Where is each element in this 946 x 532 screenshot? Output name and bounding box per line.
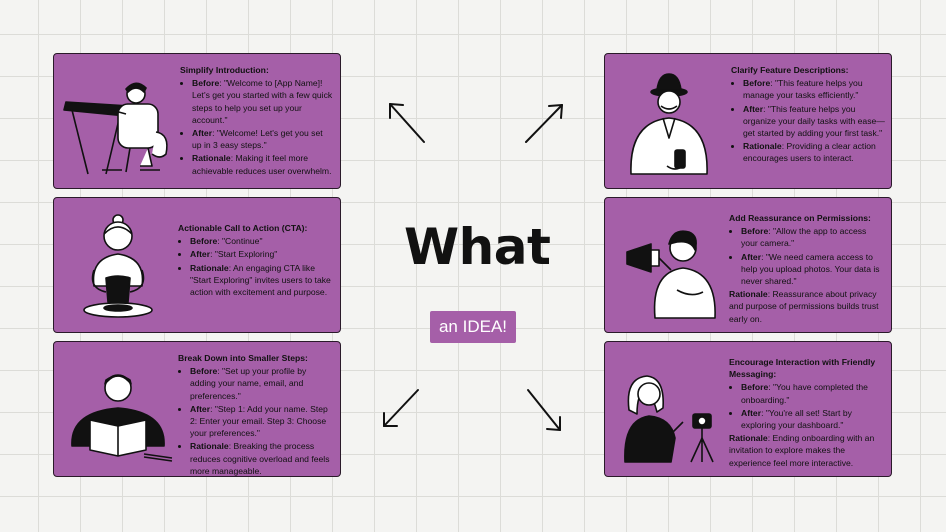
card-encourage-interaction: Encourage Interaction with Friendly Mess… <box>604 341 892 477</box>
list-item: Before: "Allow the app to access your ca… <box>741 225 885 249</box>
person-with-megaphone-icon <box>626 230 716 319</box>
woman-with-camera-icon <box>624 375 714 463</box>
card-simplify-introduction: Simplify Introduction: Before: "Welcome … <box>53 53 341 189</box>
person-reading-book-icon <box>71 374 173 462</box>
arrow-up-right-icon <box>525 104 563 143</box>
list-item: Rationale: Making it feel more achievabl… <box>192 152 334 176</box>
list-item: After: "This feature helps you organize … <box>743 103 885 140</box>
card-title: Actionable Call to Action (CTA) <box>178 223 305 233</box>
idea-tag: an IDEA! <box>430 311 516 343</box>
card-actionable-cta: Actionable Call to Action (CTA): Before:… <box>53 197 341 333</box>
list-item: After: "You're all set! Start by explori… <box>741 407 885 431</box>
card-title: Clarify Feature Descriptions <box>731 65 846 75</box>
card-title: Encourage Interaction with Friendly Mess… <box>729 357 876 380</box>
list-item: Before: "Set up your profile by adding y… <box>190 365 334 402</box>
headline: What <box>404 218 551 276</box>
rationale-text: Rationale: Reassurance about privacy and… <box>729 289 879 324</box>
card-break-down-steps: Break Down into Smaller Steps: Before: "… <box>53 341 341 477</box>
person-with-hat-and-phone-icon <box>630 73 708 175</box>
list-item: Before: "You have completed the onboardi… <box>741 381 885 405</box>
list-item: Before: "Welcome to [App Name]! Let's ge… <box>192 77 334 126</box>
arrow-down-left-icon <box>383 389 419 427</box>
list-item: Before: "This feature helps you manage y… <box>743 77 885 101</box>
arrow-down-right-icon <box>527 389 561 431</box>
list-item: After: "Start Exploring" <box>190 248 334 260</box>
rationale-text: Rationale: Ending onboarding with an inv… <box>729 433 875 468</box>
card-title: Add Reassurance on Permissions <box>729 213 868 223</box>
potter-at-wheel-icon <box>83 214 153 318</box>
card-title: Simplify Introduction <box>180 65 266 75</box>
designer-at-drafting-table-icon <box>63 82 168 175</box>
list-item: Rationale: Breaking the process reduces … <box>190 440 334 476</box>
list-item: After: "Step 1: Add your name. Step 2: E… <box>190 403 334 440</box>
list-item: After: "We need camera access to help yo… <box>741 251 885 288</box>
list-item: Rationale: An engaging CTA like "Start E… <box>190 262 334 299</box>
list-item: Before: "Continue" <box>190 235 334 247</box>
card-clarify-feature-descriptions: Clarify Feature Descriptions: Before: "T… <box>604 53 892 189</box>
list-item: Rationale: Providing a clear action enco… <box>743 140 885 164</box>
arrow-up-left-icon <box>389 103 425 143</box>
card-title: Break Down into Smaller Steps <box>178 353 306 363</box>
card-reassurance-permissions: Add Reassurance on Permissions: Before: … <box>604 197 892 333</box>
list-item: After: "Welcome! Let's get you set up in… <box>192 127 334 151</box>
